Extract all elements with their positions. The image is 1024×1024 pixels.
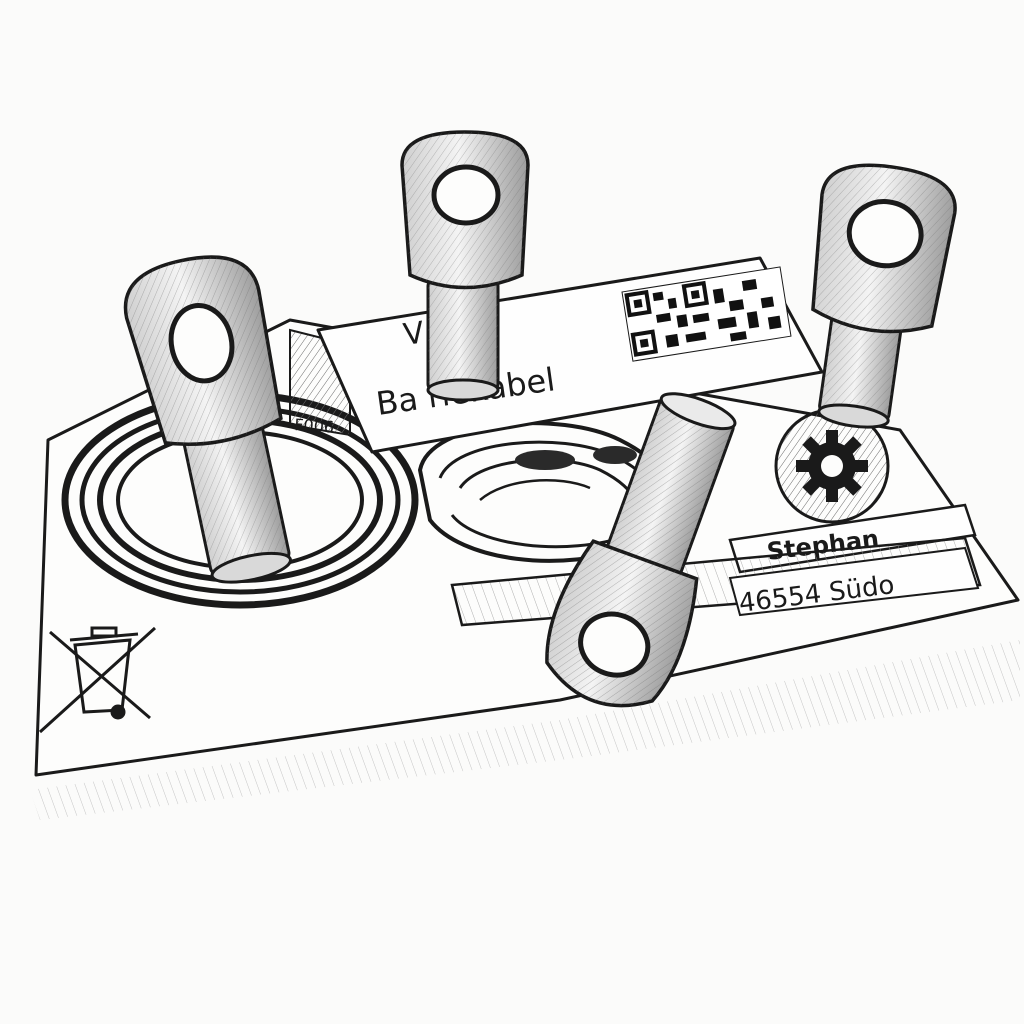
cable-lug-left (123, 255, 293, 584)
crossed-out-bin-icon (38, 626, 157, 734)
base-card (34, 318, 1020, 777)
cable-lug-right (811, 163, 957, 429)
cable-lug-lying (545, 392, 737, 708)
product-label: V A Ba riekabel (316, 256, 824, 454)
ground-shadow (30, 640, 1020, 820)
cable-lug-center (400, 130, 530, 402)
label-code: F006 (294, 415, 335, 437)
gear-icon (774, 408, 890, 524)
qr-code-icon (621, 266, 792, 362)
